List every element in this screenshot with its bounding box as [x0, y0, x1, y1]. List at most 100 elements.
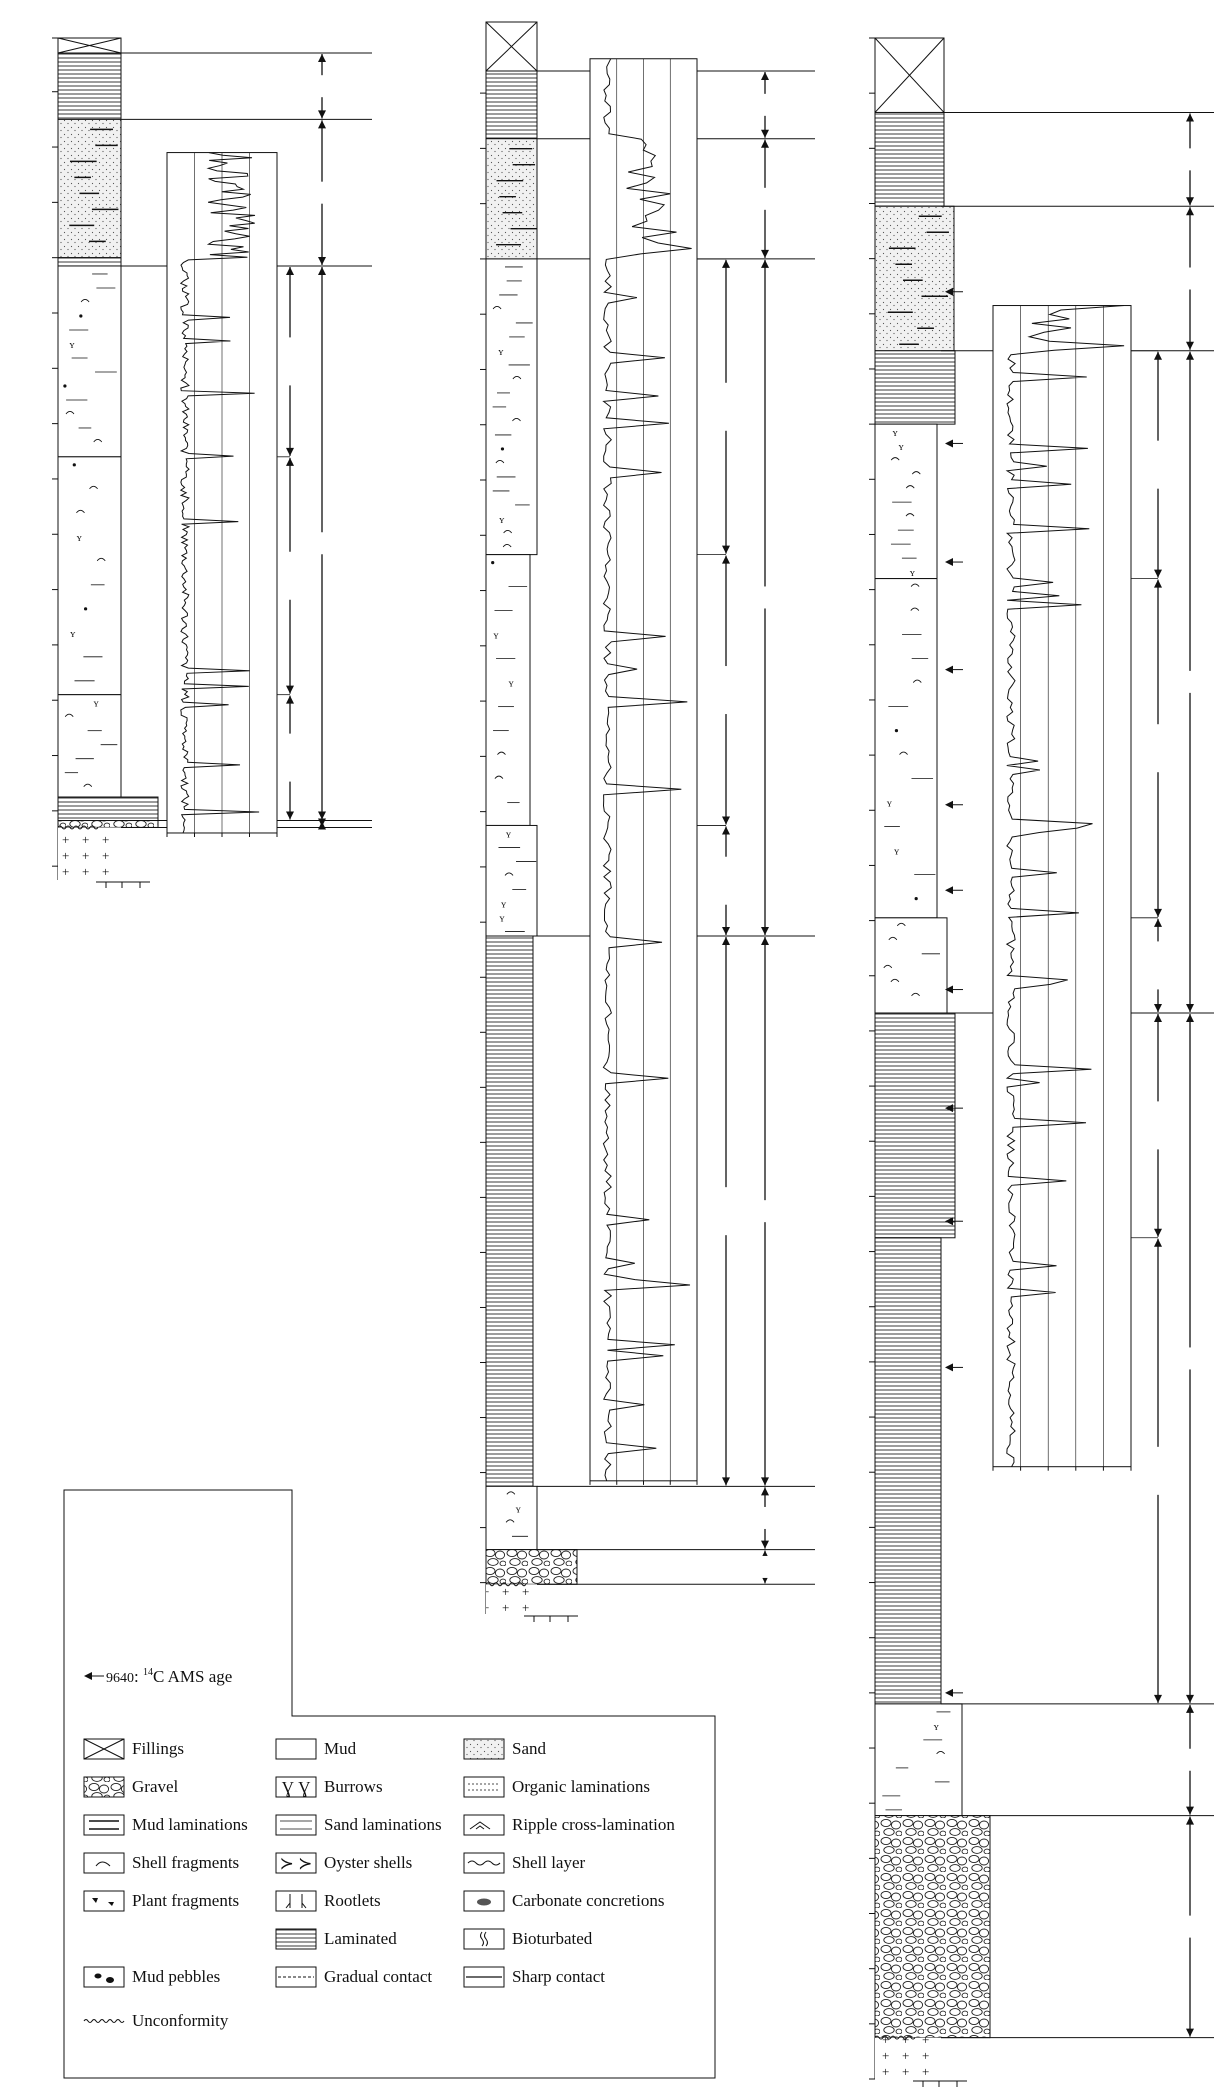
mud-icon-box — [275, 1738, 317, 1760]
unit-label-bg — [743, 93, 787, 116]
shell-fragment-mark — [911, 992, 920, 997]
facies-range-arrow-head-down — [286, 811, 294, 820]
age-arrow-head — [945, 985, 953, 994]
bedrock-interval — [486, 1584, 537, 1614]
mark: ≻ ≻ — [280, 1854, 313, 1873]
unit-label-bg — [1168, 148, 1212, 171]
mark — [480, 1931, 488, 1947]
burrow-mark: ʏ — [77, 533, 83, 544]
mud-laminations-icon-box — [83, 1814, 125, 1836]
legend-item-label: Organic laminations — [512, 1777, 650, 1796]
shell-fragment-mark — [512, 417, 521, 422]
burrow-mark: ʏ — [69, 340, 75, 351]
legend-item-label: Mud — [324, 1739, 357, 1758]
shell-fragment-mark — [912, 679, 922, 683]
laminated-interval — [485, 935, 534, 1487]
cpt-qc-panel — [589, 58, 698, 1485]
unit-range-arrow-head-up — [318, 266, 326, 275]
mud-interval — [57, 265, 122, 458]
facies-label-bg — [281, 551, 299, 600]
legend-item-label: Carbonate concretions — [512, 1891, 664, 1910]
ripple-icon — [463, 1814, 505, 1836]
legend-item-label: Gravel — [132, 1777, 179, 1796]
facies-range-arrow-head-up — [286, 266, 294, 275]
shell-fragment-mark — [492, 305, 502, 310]
shell-fragment-mark — [905, 485, 915, 489]
plant-fragment-mark — [79, 314, 83, 318]
shell-fragment-mark — [503, 529, 513, 534]
age-arrow-head — [945, 1104, 953, 1113]
facies-range-arrow-head-up — [1154, 918, 1162, 927]
legend-item-label: Laminated — [324, 1929, 397, 1948]
shell-fragment-mark — [896, 922, 906, 927]
legend-item-label: Plant fragments — [132, 1891, 239, 1910]
gravel-interval — [57, 820, 159, 828]
mark — [106, 1977, 114, 1983]
cpt-qc-trace — [179, 152, 260, 834]
burrow-mark: ʏ — [93, 699, 99, 710]
shell-fragment-mark — [93, 439, 103, 443]
fillings-cross — [57, 37, 122, 54]
burrow-mark: ʏ — [499, 913, 505, 924]
facies-range-arrow-head-up — [1154, 1013, 1162, 1022]
legend-item-label: Rootlets — [324, 1891, 381, 1910]
mark — [469, 1821, 491, 1830]
facies-range-arrow-head-down — [1154, 908, 1162, 917]
burrow-mark: ʏ — [899, 442, 905, 453]
facies-range-arrow-head-down — [1154, 569, 1162, 578]
age-key-sup: 14 — [143, 1667, 153, 1678]
plant-fragment-mark — [83, 607, 88, 611]
laminated-interval — [57, 257, 122, 267]
mud-interval — [874, 1703, 963, 1817]
unit-range-arrow-head-down — [318, 811, 326, 820]
age-key-number: 9640 — [106, 1671, 134, 1686]
age-arrow-head — [945, 800, 953, 809]
unit-range-arrow-head-up — [1186, 1816, 1194, 1825]
shell-fragment-mark — [890, 457, 900, 461]
burrow-mark: ʏ — [910, 568, 916, 579]
shell-fragment-mark — [910, 583, 920, 587]
shell-fragment-mark — [89, 485, 98, 490]
plant-fragment-mark — [914, 896, 918, 901]
unit-range-arrow-head-down — [318, 818, 326, 827]
unit-range-arrow-head-up — [761, 259, 769, 268]
mud-interval — [485, 554, 531, 826]
sand-interval — [485, 138, 538, 260]
unit-label-bg — [743, 1506, 787, 1529]
facies-label-bg — [717, 856, 735, 905]
facies-range-arrow-head-down — [286, 447, 294, 456]
unit-label-bg — [743, 1555, 787, 1578]
facies-range-arrow-head-up — [1154, 579, 1162, 588]
cross-line — [83, 1738, 125, 1760]
unit-range-arrow-head-down — [761, 927, 769, 935]
facies-range-arrow-head-down — [1154, 1228, 1162, 1237]
laminated-interval — [485, 70, 538, 140]
unit-range-arrow-head-down — [318, 110, 326, 119]
legend-item-label: Burrows — [324, 1777, 383, 1796]
unit-label-bg — [743, 586, 787, 609]
legend-item-label: Sand — [512, 1739, 547, 1758]
facies-range-arrow-head-down — [1154, 1003, 1162, 1012]
mark: Ɣ Ɣ — [282, 1778, 312, 1797]
shell-fragment-mark — [890, 978, 900, 983]
shell-fragment-mark — [497, 751, 506, 755]
unit-label-bg — [1168, 1915, 1212, 1938]
burrow-mark: ʏ — [498, 347, 504, 358]
shell-fragment-mark — [506, 1491, 516, 1495]
unit-range-arrow-head-down — [1186, 1806, 1194, 1815]
unit-label-bg — [743, 187, 787, 210]
mark — [108, 1902, 114, 1906]
sand-icon-box — [463, 1738, 505, 1760]
laminated-interval — [57, 52, 122, 120]
unit-range-arrow-head-down — [761, 1540, 769, 1549]
unit-range-arrow-head-up — [1186, 351, 1194, 360]
rootlets-icon — [275, 1890, 317, 1912]
cpt-panel-frame — [992, 305, 1132, 1468]
facies-label-bg — [281, 337, 299, 386]
facies-label-bg — [717, 382, 735, 431]
facies-range-arrow-head-down — [286, 685, 294, 694]
